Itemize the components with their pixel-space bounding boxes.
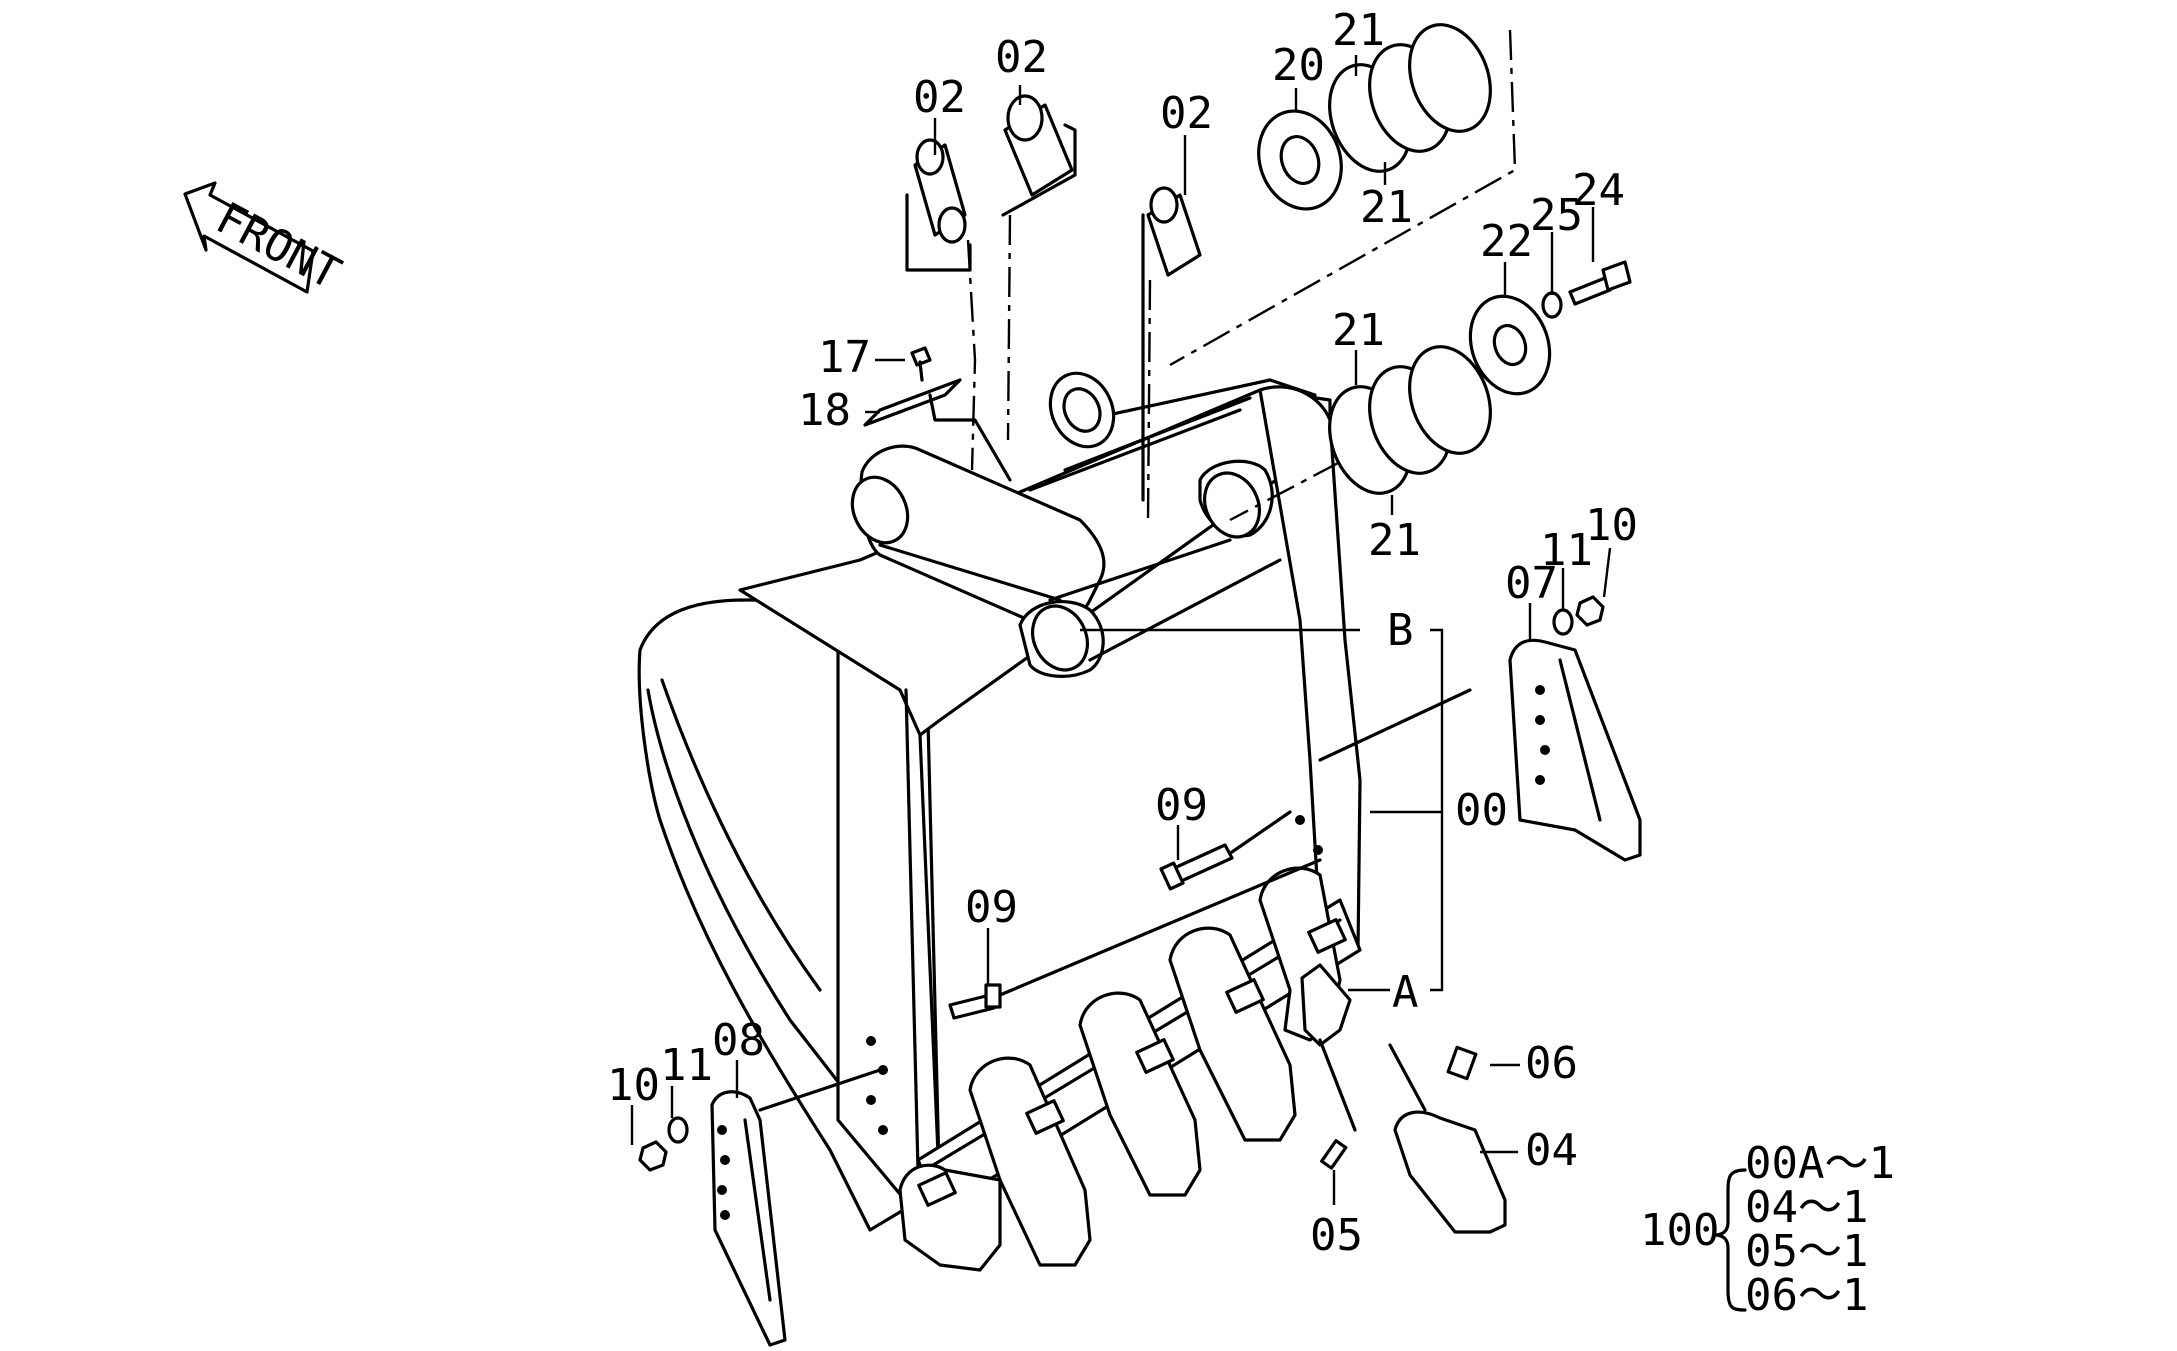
shims-21-mid — [1328, 345, 1492, 495]
callout-11-left: 11 — [660, 1040, 713, 1091]
bucket-teeth — [898, 866, 1347, 1272]
bushing-02-b — [1003, 94, 1074, 197]
lock-06 — [1446, 1045, 1478, 1081]
washer-11-right — [1552, 608, 1574, 636]
kit-item-1: 00A～1 — [1745, 1138, 1895, 1189]
callout-20: 20 — [1272, 40, 1325, 91]
bolt-09-right — [1159, 843, 1234, 891]
adapter-tooth — [1300, 963, 1352, 1047]
kit-100: 100 00A～1 04～1 05～1 06～1 — [1640, 1138, 1895, 1321]
callout-05: 05 — [1310, 1210, 1363, 1261]
front-arrow-icon: FRONT — [183, 181, 349, 300]
callout-06: 06 — [1525, 1038, 1578, 1089]
plate-18 — [863, 378, 962, 427]
pin-05 — [1320, 1139, 1348, 1170]
bolt-09-left — [948, 983, 1002, 1020]
washer-11-left — [667, 1116, 689, 1144]
callout-B: B — [1387, 605, 1414, 656]
callout-21-mid-b: 21 — [1368, 515, 1421, 566]
callout-11-right: 11 — [1540, 525, 1593, 576]
spacer-22 — [1468, 294, 1552, 396]
bolt-24 — [1568, 260, 1632, 306]
callout-02-b: 02 — [995, 32, 1048, 83]
callout-04: 04 — [1525, 1125, 1578, 1176]
callout-21-mid: 21 — [1332, 305, 1385, 356]
bushing-02-a — [913, 138, 967, 244]
callout-02-a: 02 — [913, 72, 966, 123]
callout-17: 17 — [818, 332, 871, 383]
kit-number: 100 — [1640, 1205, 1719, 1256]
callout-09-right: 09 — [1155, 780, 1208, 831]
washer-25 — [1541, 291, 1563, 319]
kit-item-3: 05～1 — [1745, 1226, 1868, 1277]
side-cutter-08 — [710, 1090, 787, 1347]
callout-leaders — [630, 55, 1612, 1205]
callout-18: 18 — [798, 385, 851, 436]
callout-09-left: 09 — [965, 882, 1018, 933]
callout-00: 00 — [1455, 785, 1508, 836]
bolt-holes-left — [866, 1036, 888, 1135]
spacer-20 — [1257, 109, 1343, 211]
kit-item-2: 04～1 — [1745, 1182, 1868, 1233]
callout-21-top-b: 21 — [1360, 182, 1413, 233]
callout-10-left: 10 — [607, 1060, 660, 1111]
bolt-17 — [910, 346, 932, 382]
callout-10-right: 10 — [1585, 500, 1638, 551]
tooth-point-04 — [1393, 1110, 1507, 1234]
bushing-02-c — [1146, 186, 1202, 277]
callout-22: 22 — [1480, 216, 1533, 267]
callout-24: 24 — [1572, 165, 1625, 216]
side-cutter-07 — [1508, 638, 1642, 862]
callout-07: 07 — [1505, 558, 1558, 609]
callout-A: A — [1392, 967, 1419, 1018]
nut-10-right — [1575, 595, 1605, 627]
callout-21-top: 21 — [1332, 5, 1385, 56]
callout-08: 08 — [712, 1015, 765, 1066]
shims-21-top — [1328, 23, 1492, 173]
front-label: FRONT — [208, 193, 349, 300]
callout-25: 25 — [1530, 190, 1583, 241]
callout-02-c: 02 — [1160, 88, 1213, 139]
kit-item-4: 06～1 — [1745, 1270, 1868, 1321]
nut-10-left — [638, 1140, 668, 1172]
